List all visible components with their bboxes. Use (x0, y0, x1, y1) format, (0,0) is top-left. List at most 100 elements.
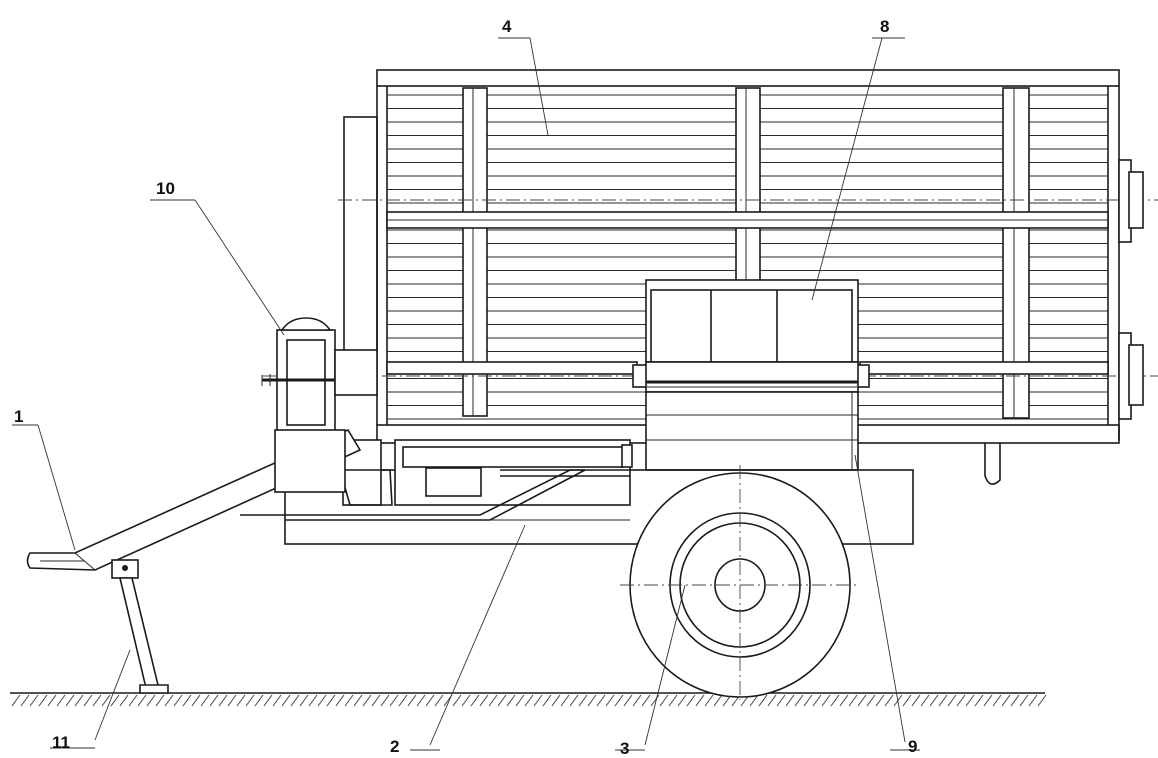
ground-hatch (614, 694, 624, 707)
ground-hatch (749, 694, 759, 707)
ground-hatch (758, 694, 768, 707)
ground-hatch (938, 694, 948, 707)
body-box (262, 69, 1158, 485)
ground-hatch (785, 694, 795, 707)
ground-hatch (191, 694, 201, 707)
ground-hatch (911, 694, 921, 707)
ground-hatch (164, 694, 174, 707)
ground-hatch (623, 694, 633, 707)
ground-hatch (74, 694, 84, 707)
ground-hatch (245, 694, 255, 707)
ground-hatch (704, 694, 714, 707)
ground-hatch (299, 694, 309, 707)
ground-hatch (20, 694, 30, 707)
ground-hatch (515, 694, 525, 707)
ground-hatch (965, 694, 975, 707)
ground-hatch (380, 694, 390, 707)
ground-hatch (92, 694, 102, 707)
ground-hatch (101, 694, 111, 707)
jack-stand (111, 559, 169, 694)
ground-hatch (605, 694, 615, 707)
ground-hatch (479, 694, 489, 707)
ground-hatch (551, 694, 561, 707)
ground-hatch (1028, 694, 1038, 707)
ground-hatch (335, 694, 345, 707)
ground-hatch (209, 694, 219, 707)
ground-hatch (38, 694, 48, 707)
callout-4: 4 (502, 17, 512, 36)
ground-hatch (524, 694, 534, 707)
ground-hatch (227, 694, 237, 707)
ground-hatch (182, 694, 192, 707)
ground-hatch (263, 694, 273, 707)
ground-hatch (857, 694, 867, 707)
ground-hatch (398, 694, 408, 707)
ground-hatch (200, 694, 210, 707)
ground-hatch (956, 694, 966, 707)
ground-hatch (173, 694, 183, 707)
ground-hatch (920, 694, 930, 707)
callout-1: 1 (14, 407, 24, 426)
wheel (620, 465, 860, 700)
gearbox (261, 317, 378, 493)
ground-hatch (119, 694, 129, 707)
ground-hatch (128, 694, 138, 707)
ground-hatch (974, 694, 984, 707)
ground-hatch (803, 694, 813, 707)
ground-hatch (110, 694, 120, 707)
ground-hatch (407, 694, 417, 707)
ground-hatch (650, 694, 660, 707)
ground-hatch (1037, 694, 1047, 707)
ground-hatch (569, 694, 579, 707)
ground-hatch (902, 694, 912, 707)
ground-hatch (776, 694, 786, 707)
ground-hatch (488, 694, 498, 707)
ground-hatch (353, 694, 363, 707)
ground-hatch (830, 694, 840, 707)
ground-hatch (578, 694, 588, 707)
ground-hatch (677, 694, 687, 707)
ground-hatch (326, 694, 336, 707)
ground-hatch (497, 694, 507, 707)
ground-hatch (587, 694, 597, 707)
callout-10: 10 (156, 179, 175, 198)
ground-hatch (686, 694, 696, 707)
hopper-unit (632, 279, 870, 471)
ground-hatch (236, 694, 246, 707)
ground-hatch (461, 694, 471, 707)
ground-hatch (56, 694, 66, 707)
ground-hatch (362, 694, 372, 707)
ground-hatch (146, 694, 156, 707)
ground-hatch (389, 694, 399, 707)
ground-hatch (416, 694, 426, 707)
ground-hatch (848, 694, 858, 707)
ground-hatch (812, 694, 822, 707)
ground-hatch (1019, 694, 1029, 707)
leader-lines (12, 37, 920, 751)
ground-hatch (866, 694, 876, 707)
ground-hatch (137, 694, 147, 707)
ground-hatch (452, 694, 462, 707)
ground-hatch (641, 694, 651, 707)
ground-hatch (821, 694, 831, 707)
ground-hatch (560, 694, 570, 707)
ground-hatch (308, 694, 318, 707)
ground-hatch (767, 694, 777, 707)
ground-hatch (659, 694, 669, 707)
callout-11: 11 (52, 733, 70, 752)
ground-hatch (695, 694, 705, 707)
ground-hatch (668, 694, 678, 707)
ground-hatch (470, 694, 480, 707)
ground-hatch (65, 694, 75, 707)
ground-hatch (839, 694, 849, 707)
ground-hatch (371, 694, 381, 707)
ground (10, 692, 1047, 707)
ground-hatch (155, 694, 165, 707)
ground-hatch (83, 694, 93, 707)
callout-8: 8 (880, 17, 890, 36)
ground-hatch (875, 694, 885, 707)
ground-hatch (218, 694, 228, 707)
callout-9: 9 (908, 737, 918, 756)
